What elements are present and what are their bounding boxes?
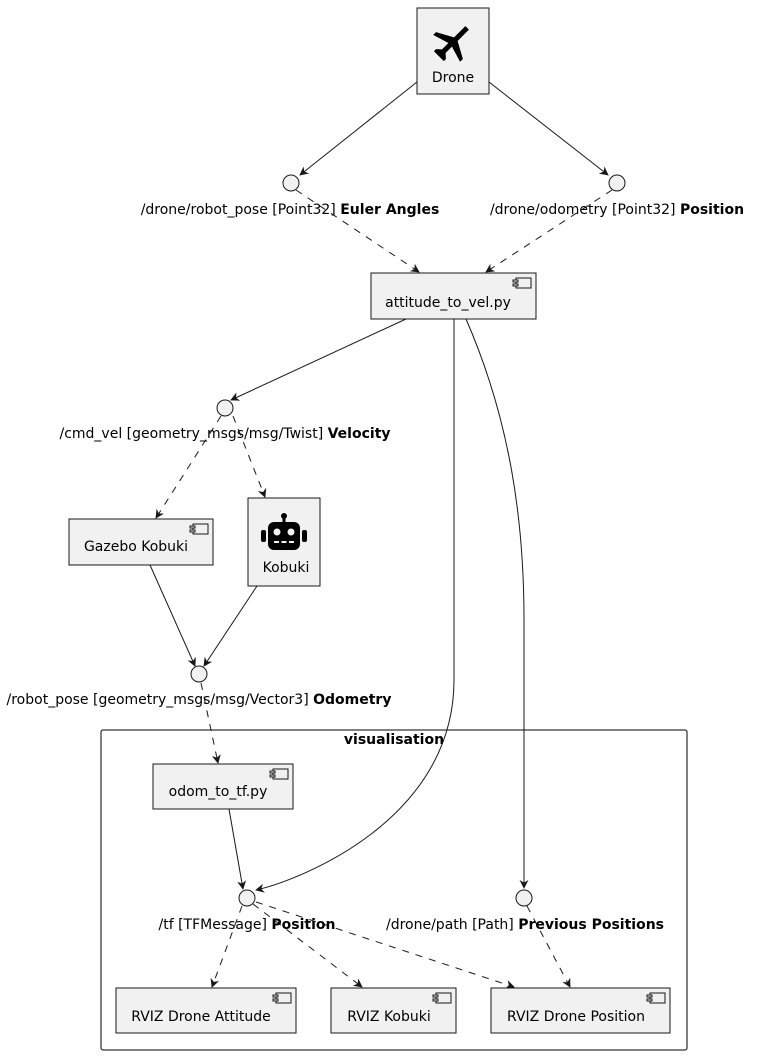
component-icon [512,277,532,289]
drone-node[interactable]: Drone [416,7,490,95]
topic-interface-circle [515,889,533,907]
attitude-to-vel-label: attitude_to_vel.py [385,295,511,311]
robot-icon [261,513,307,550]
topic-label: /robot_pose [geometry_msgs/msg/Vector3] … [7,692,392,708]
topic-name: /tf [TFMessage] [158,917,271,933]
gazebo-kobuki-node[interactable]: Gazebo Kobuki [68,518,214,566]
topic-robot-pose[interactable]: /robot_pose [geometry_msgs/msg/Vector3] … [7,665,392,708]
topic-name: /drone/path [Path] [386,917,518,933]
gazebo-kobuki-label: Gazebo Kobuki [84,539,188,555]
component-icon [269,768,289,780]
edge-tf-to-rviz-kobuki [252,903,363,988]
component-icon [272,992,292,1004]
kobuki-node[interactable]: Kobuki [247,497,321,587]
drone-label: Drone [432,70,474,86]
edge-robot-pose-to-attitude [295,189,420,273]
edge-drone-to-odometry [488,81,609,176]
component-icon [432,992,452,1004]
rviz-drone-position-node[interactable]: RVIZ Drone Position [490,987,671,1034]
edge-drone-to-robot-pose [299,81,418,176]
edge-cmd-vel-to-kobuki [232,415,267,498]
edges [149,81,613,989]
topic-name: /cmd_vel [geometry_msgs/msg/Twist] [59,426,327,442]
edge-cmd-vel-to-gazebo [155,415,222,519]
odom-to-tf-node[interactable]: odom_to_tf.py [152,763,294,810]
component-icon [189,523,209,535]
rviz-drone-attitude-node[interactable]: RVIZ Drone Attitude [115,987,297,1034]
visualisation-group: visualisation [100,729,688,1051]
rviz-drone-attitude-label: RVIZ Drone Attitude [131,1009,271,1025]
topic-label: /tf [TFMessage] Position [158,917,335,933]
topic-interface-circle [216,399,234,417]
topic-name: /robot_pose [geometry_msgs/msg/Vector3] [7,692,314,708]
topic-name: /drone/robot_pose [Point32] [141,202,341,218]
topic-description: Velocity [328,426,391,442]
topic-label: /drone/path [Path] Previous Positions [386,917,664,933]
edge-odom-tf-to-tf [228,808,247,890]
topic-description: Previous Positions [518,917,664,933]
topic-label: /drone/odometry [Point32] Position [490,202,744,218]
component-icon [646,992,666,1004]
edge-attitude-to-cmd-vel [230,318,407,401]
edge-gazebo-to-robot-pose [149,564,196,667]
odom-to-tf-label: odom_to_tf.py [169,784,268,800]
topic-drone-robot-pose[interactable]: /drone/robot_pose [Point32] Euler Angles [141,174,440,218]
rviz-kobuki-node[interactable]: RVIZ Kobuki [330,987,457,1034]
topic-name: /drone/odometry [Point32] [490,202,680,218]
airplane-icon [433,26,469,62]
rviz-kobuki-label: RVIZ Kobuki [347,1009,431,1025]
edge-kobuki-to-robot-pose [203,585,258,667]
attitude-to-vel-node[interactable]: attitude_to_vel.py [370,272,537,320]
topic-drone-path[interactable]: /drone/path [Path] Previous Positions [386,889,664,933]
edge-odometry-to-attitude [485,189,613,273]
topic-description: Odometry [313,692,391,708]
topic-description: Euler Angles [340,202,439,218]
edge-attitude-to-tf [255,319,455,893]
topic-label: /drone/robot_pose [Point32] Euler Angles [141,202,440,218]
kobuki-label: Kobuki [263,560,310,576]
edge-tf-to-rviz-attitude [210,905,243,988]
topic-interface-circle [608,174,626,192]
topic-interface-circle [282,174,300,192]
visualisation-group-title: visualisation [344,732,444,748]
edge-drone-path-to-rviz-position [526,905,571,988]
edge-tf-to-rviz-position [255,901,515,989]
topic-drone-odometry[interactable]: /drone/odometry [Point32] Position [490,174,744,218]
topic-label: /cmd_vel [geometry_msgs/msg/Twist] Veloc… [59,426,390,442]
topic-interface-circle [238,889,256,907]
topic-description: Position [680,202,744,218]
topic-interface-circle [190,665,208,683]
topic-cmd-vel[interactable]: /cmd_vel [geometry_msgs/msg/Twist] Veloc… [59,399,391,442]
edge-attitude-to-drone-path [465,318,529,889]
topic-description: Position [271,917,335,933]
rviz-drone-position-label: RVIZ Drone Position [507,1009,645,1025]
topic-tf[interactable]: /tf [TFMessage] Position [158,889,336,933]
